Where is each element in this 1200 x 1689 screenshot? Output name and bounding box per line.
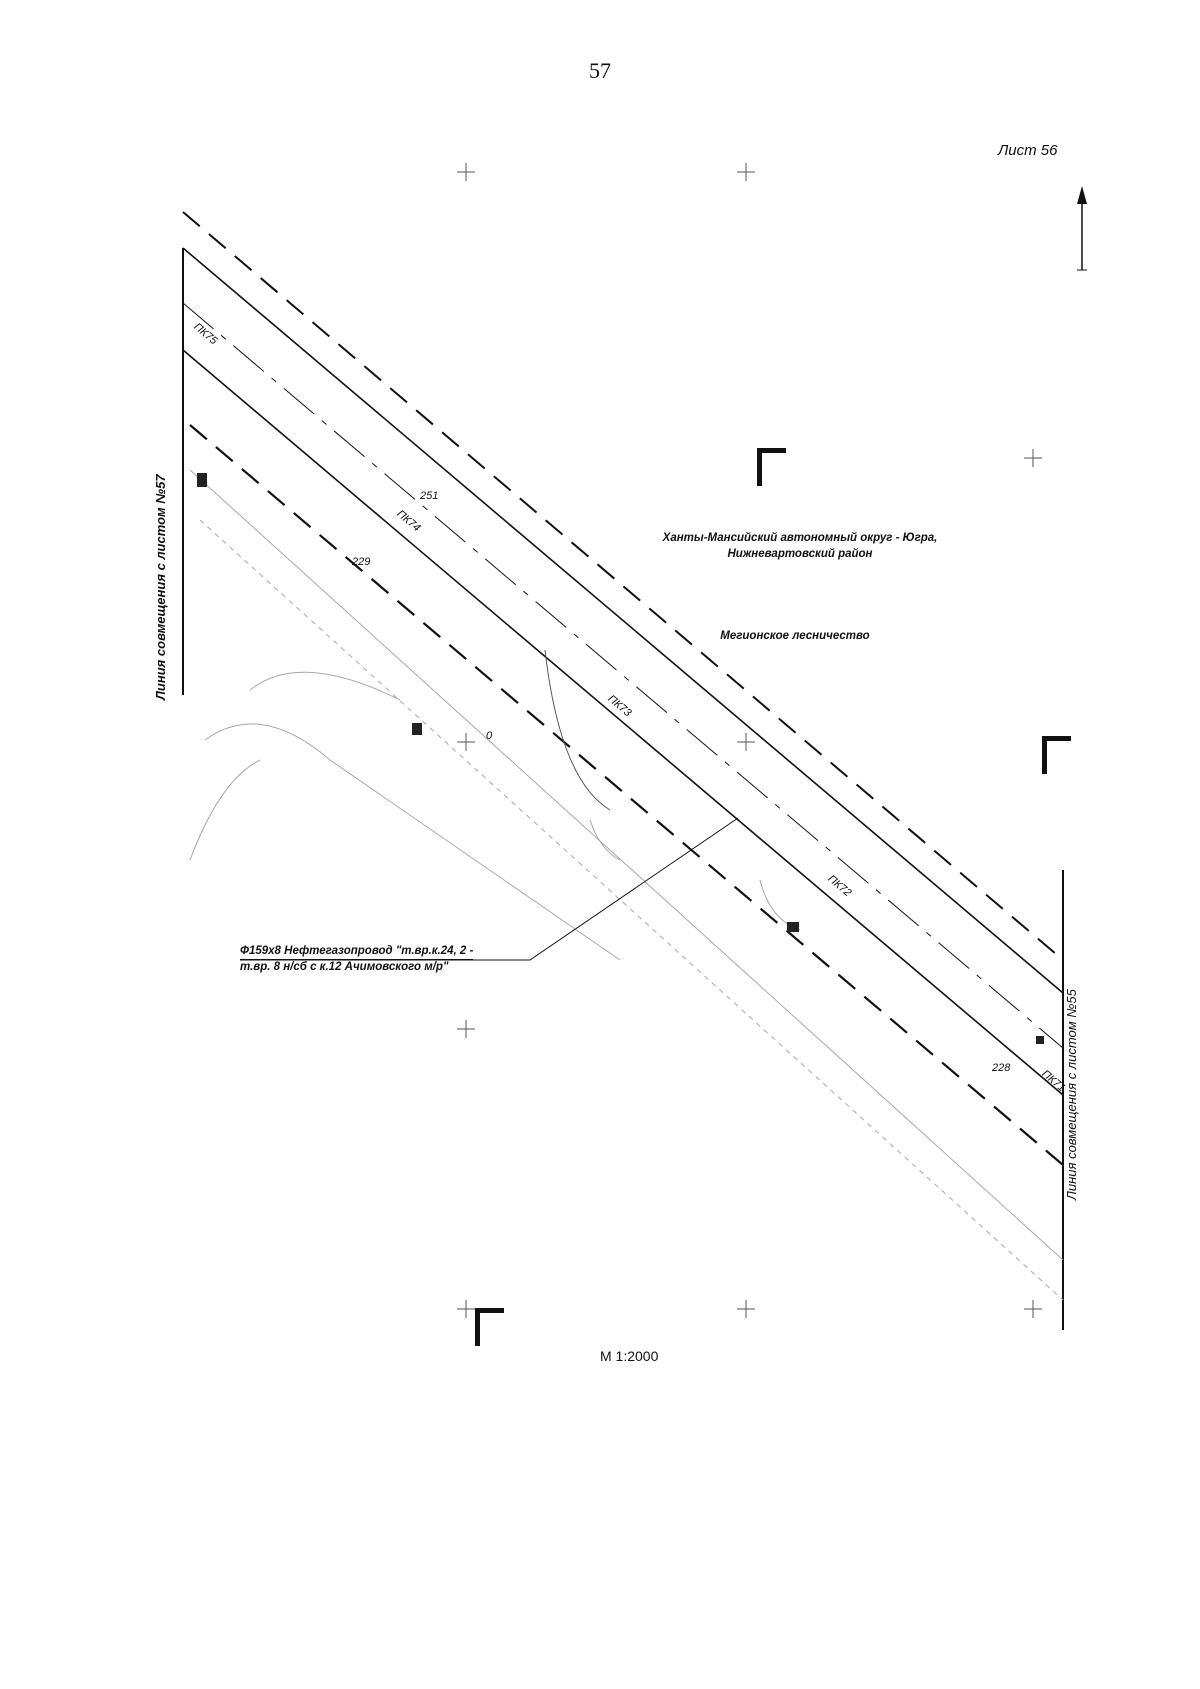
region-line-1: Ханты-Мансийский автономный округ - Югра… [662,532,938,544]
elevation-label: 229 [352,556,371,568]
boundary-line-lower [182,349,1064,1096]
page-number: 57 [589,58,611,83]
section-marker-icon [475,1308,504,1346]
region-label: Ханты-Мансийский автономный округ - Югра… [620,530,980,562]
terrain-lines [189,469,1064,1301]
elevation-label: 251 [420,490,439,502]
north-arrow-icon [1077,186,1087,271]
corridor [182,211,1064,1166]
region-line-2: Нижневартовский район [727,548,873,560]
elevation-label: 0 [486,730,493,742]
pipeline-label: Ф159х8 Нефтегазопровод "т.вр.к.24, 2 - т… [240,944,474,974]
forestry-label: Мегионское лесничество [720,630,870,642]
section-marker-icon [1042,736,1071,774]
scale-label: М 1:2000 [600,1348,659,1364]
protection-zone-lower [189,424,1064,1166]
pipeline-axis [182,302,1064,1049]
protection-zone-upper [182,211,1064,961]
pipeline-label-line-2: т.вр. 8 н/сб с к.12 Ачимовского м/р" [240,961,449,973]
pipeline-label-line-1: Ф159х8 Нефтегазопровод "т.вр.к.24, 2 - [240,944,474,960]
match-label-left: Линия совмещения с листом №57 [153,474,168,700]
elevation-label: 228 [992,1062,1011,1074]
map-markers [197,473,1044,1044]
grid-crosses [457,163,1042,1318]
pipeline-leader [240,817,739,961]
match-label-right: Линия совмещения с листом №55 [1064,989,1079,1200]
section-marker-icon [757,448,786,486]
boundary-line-upper [182,247,1064,994]
sheet-label: Лист 56 [998,142,1058,159]
